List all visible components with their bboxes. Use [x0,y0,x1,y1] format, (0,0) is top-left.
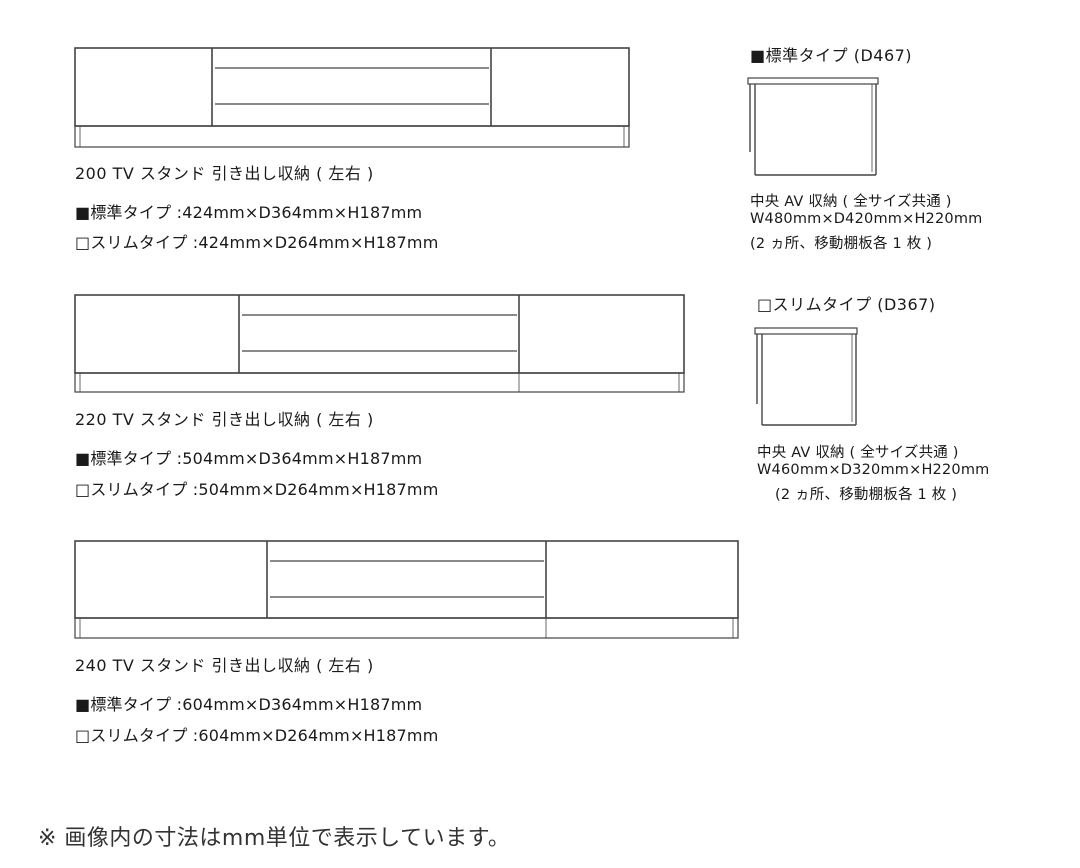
stand-240-base-inner [79,617,734,639]
stand-200-standard-spec: ■標準タイプ :424mm×D364mm×H187mm [75,203,423,222]
slim-av-storage-label: 中央 AV 収納 ( 全サイズ共通 ) [757,445,959,461]
stand-240-standard-spec: ■標準タイプ :604mm×D364mm×H187mm [75,695,423,714]
slim-av-storage-dimensions: W460mm×D320mm×H220mm [757,462,990,478]
stand-200-body [74,47,630,127]
standard-type-heading: ■標準タイプ (D467) [750,46,913,65]
stand-220-body [74,294,685,374]
tv-stand-240-front-view [74,540,739,639]
standard-av-storage-dimensions: W480mm×D420mm×H220mm [750,211,983,227]
slim-type-side-view [754,327,858,426]
standard-type-side-view [747,77,879,176]
stand-240-base [74,617,739,639]
slim-av-storage-note: (2 ヵ所、移動棚板各 1 枚 ) [775,487,958,503]
slim-type-heading: □スリムタイプ (D367) [757,295,936,314]
stand-220-base-inner [79,372,680,393]
stand-200-slim-spec: □スリムタイプ :424mm×D264mm×H187mm [75,233,439,252]
stand-240-body [74,540,739,619]
slim-side-top [754,327,858,335]
stand-220-slim-spec: □スリムタイプ :504mm×D264mm×H187mm [75,480,439,499]
stand-200-title: 200 TV スタンド 引き出し収納 ( 左右 ) [75,164,374,183]
tv-stand-220-front-view [74,294,685,393]
stand-220-standard-spec: ■標準タイプ :504mm×D364mm×H187mm [75,449,423,468]
stand-240-slim-spec: □スリムタイプ :604mm×D264mm×H187mm [75,726,439,745]
stand-200-base-inner [79,125,625,148]
stand-220-title: 220 TV スタンド 引き出し収納 ( 左右 ) [75,410,374,429]
standard-side-top [747,77,879,85]
units-footnote: ※ 画像内の寸法はmm単位で表示しています。 [38,826,511,851]
stand-200-base [74,125,630,148]
stand-240-title: 240 TV スタンド 引き出し収納 ( 左右 ) [75,656,374,675]
standard-av-storage-label: 中央 AV 収納 ( 全サイズ共通 ) [750,194,952,210]
tv-stand-200-front-view [74,47,630,148]
standard-av-storage-note: (2 ヵ所、移動棚板各 1 枚 ) [750,236,933,252]
stand-220-base [74,372,685,393]
